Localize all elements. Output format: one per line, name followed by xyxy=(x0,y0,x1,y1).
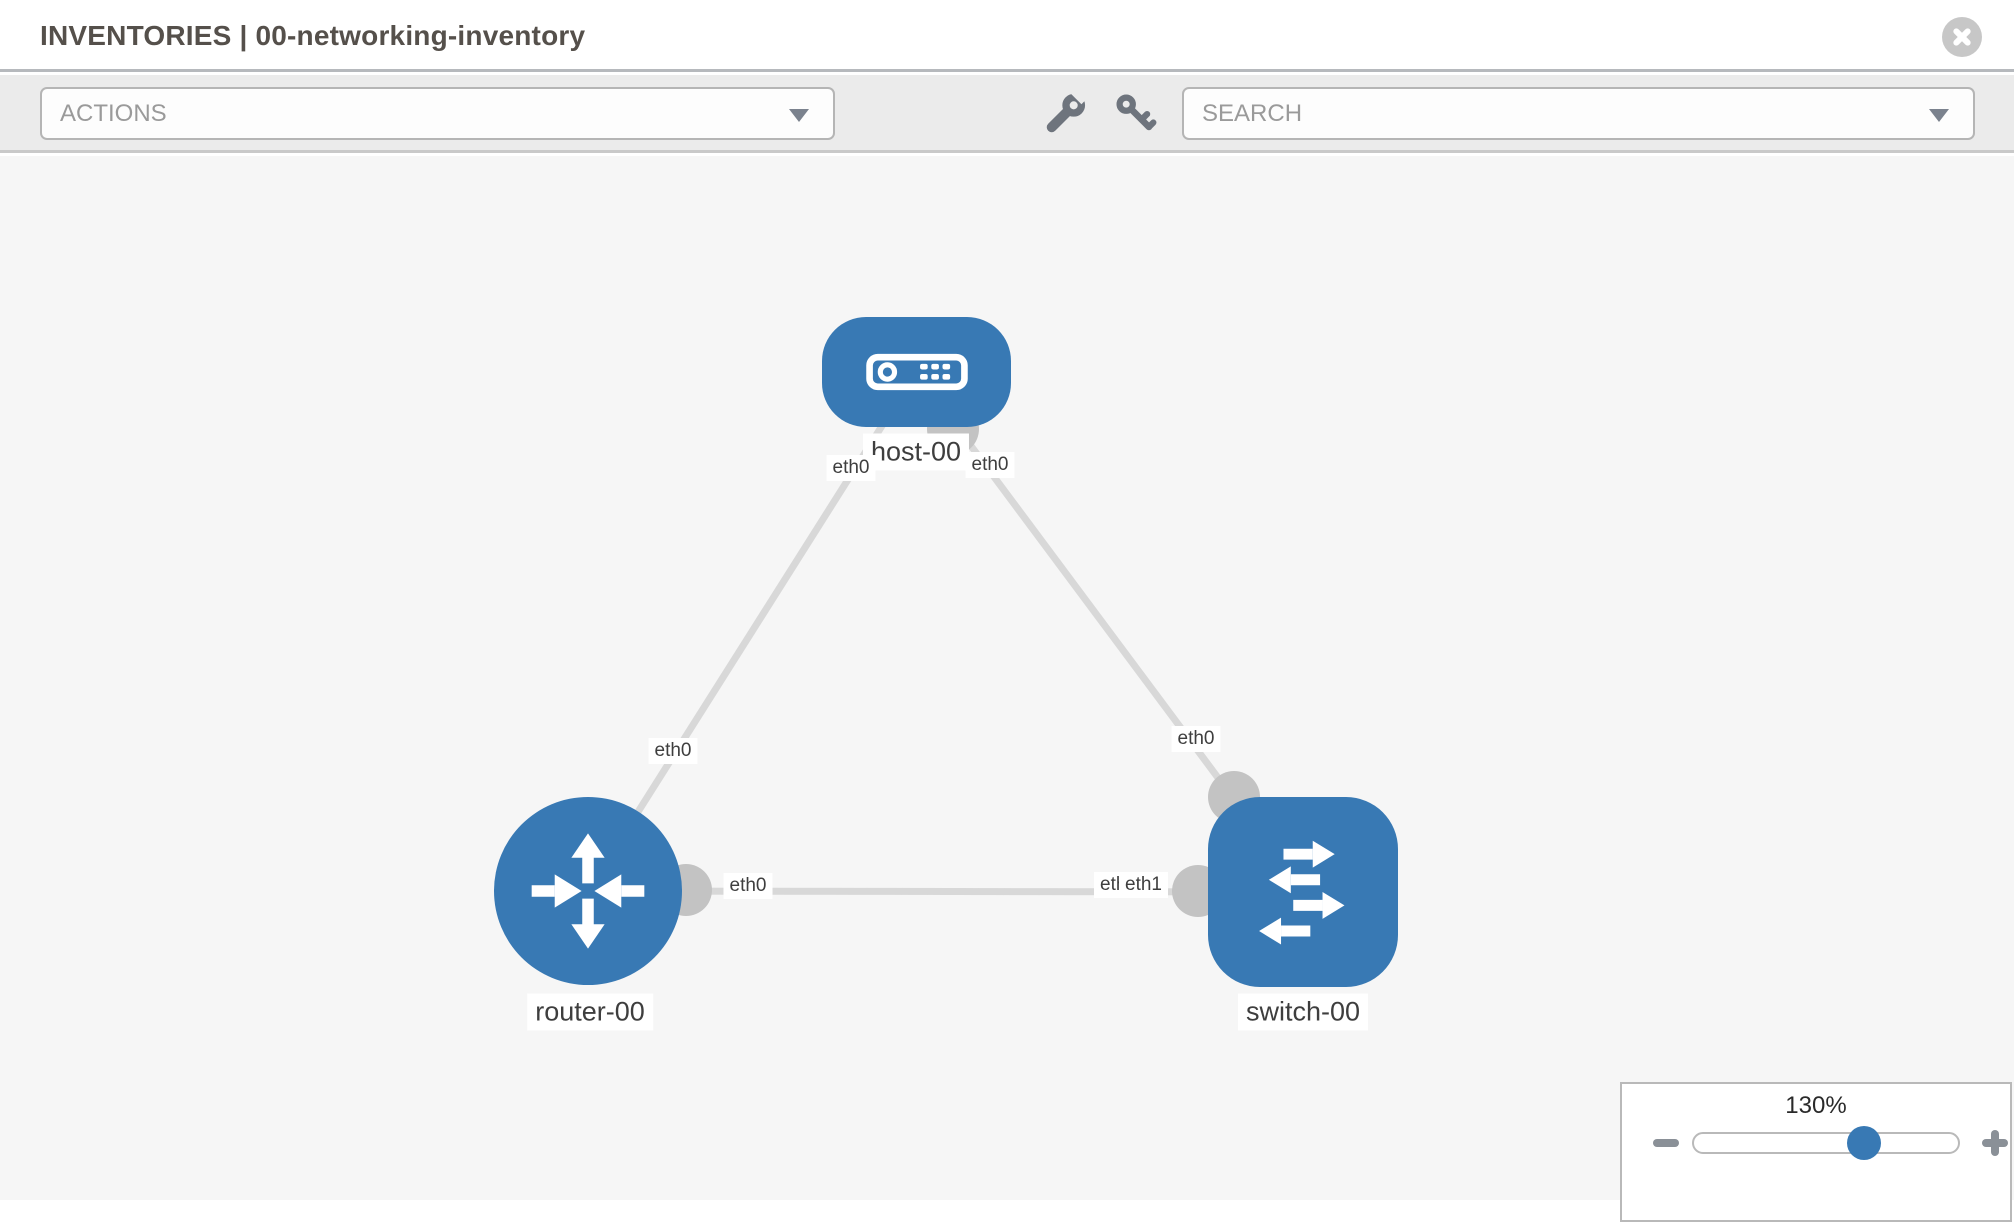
zoom-panel: 130% xyxy=(1620,1082,2012,1222)
host-icon xyxy=(865,353,968,391)
interface-label-router-eth0-horizontal: eth0 xyxy=(723,873,773,899)
actions-dropdown[interactable]: ACTIONS xyxy=(40,87,835,140)
node-router-00[interactable] xyxy=(494,797,682,985)
chevron-down-icon xyxy=(789,109,809,122)
zoom-in-button[interactable] xyxy=(1982,1130,2008,1156)
router-icon xyxy=(531,833,645,949)
actions-dropdown-label: ACTIONS xyxy=(60,100,167,127)
credentials-button[interactable] xyxy=(1113,91,1157,135)
interface-label-router-eth0-diagonal: eth0 xyxy=(648,738,698,764)
node-label-host-00: host-00 xyxy=(862,433,970,471)
search-dropdown[interactable]: SEARCH xyxy=(1182,87,1975,140)
node-host-00[interactable] xyxy=(822,317,1011,427)
interface-label-switch-eth1: eth1 xyxy=(1119,872,1168,898)
topology-canvas[interactable]: host-00 router-00 switch-00 eth0 eth0 et… xyxy=(0,156,2014,1200)
wrench-icon xyxy=(1046,82,1092,133)
zoom-slider-handle[interactable] xyxy=(1847,1126,1881,1160)
toolbar: ACTIONS SEARCH xyxy=(0,75,2014,153)
node-label-router-00: router-00 xyxy=(527,993,653,1031)
plus-icon xyxy=(1991,1130,1999,1156)
links-layer xyxy=(585,369,1306,896)
search-placeholder: SEARCH xyxy=(1202,100,1303,127)
page-title: INVENTORIES | 00-networking-inventory xyxy=(40,20,586,51)
header-bar: INVENTORIES | 00-networking-inventory xyxy=(0,0,2014,72)
node-label-switch-00: switch-00 xyxy=(1237,993,1369,1031)
interface-label-host-eth0-left: eth0 xyxy=(826,455,876,481)
zoom-out-button[interactable] xyxy=(1653,1139,1679,1147)
close-button[interactable] xyxy=(1942,17,1982,57)
zoom-slider-track[interactable] xyxy=(1692,1132,1960,1154)
interface-label-host-eth0-right: eth0 xyxy=(965,452,1015,478)
node-switch-00[interactable] xyxy=(1208,797,1398,987)
key-icon xyxy=(1116,94,1157,131)
tools-button[interactable] xyxy=(1044,82,1092,135)
interface-label-switch-eth0-diagonal: eth0 xyxy=(1171,726,1221,752)
switch-icon xyxy=(1259,840,1345,945)
chevron-down-icon xyxy=(1929,109,1949,122)
zoom-level-label: 130% xyxy=(1785,1092,1847,1119)
